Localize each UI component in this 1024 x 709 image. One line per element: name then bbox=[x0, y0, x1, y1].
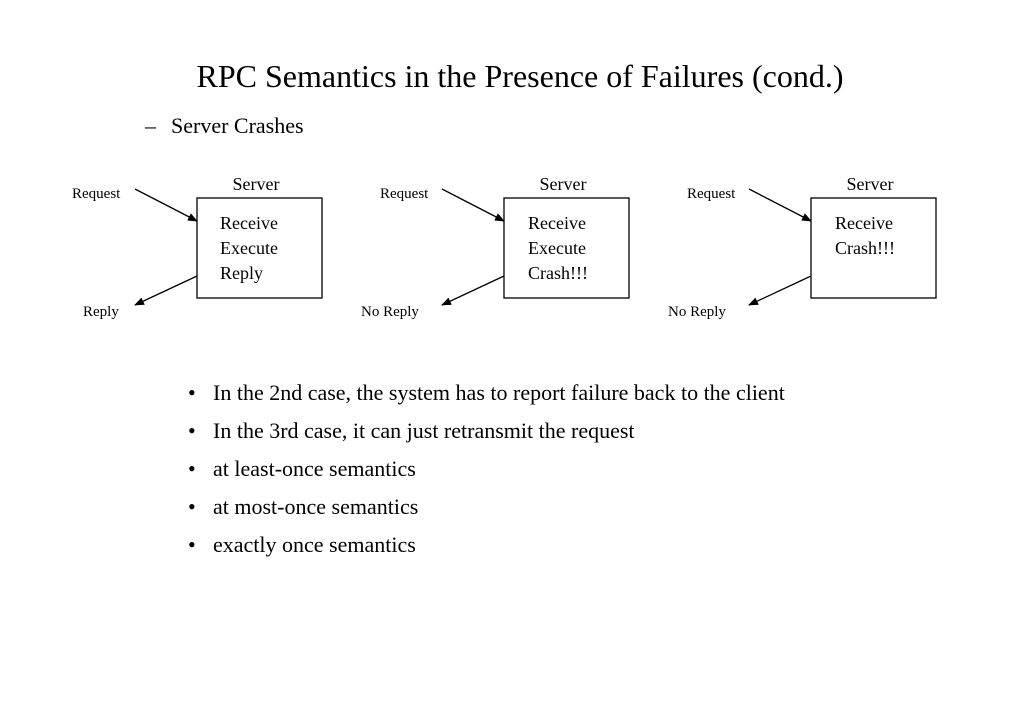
slide-subtitle: –Server Crashes bbox=[145, 112, 304, 140]
bullet-item: • exactly once semantics bbox=[188, 526, 785, 564]
server-label: Server bbox=[847, 174, 894, 194]
bullet-item: • at most-once semantics bbox=[188, 488, 785, 526]
server-step: Receive bbox=[528, 213, 586, 233]
bullet-item: • at least-once semantics bbox=[188, 450, 785, 488]
request-label: Request bbox=[380, 186, 429, 202]
reply-arrow bbox=[134, 275, 198, 306]
diagram-crash-before-execute: Server Receive Crash!!! Request No Reply bbox=[668, 174, 937, 320]
bullet-list: • In the 2nd case, the system has to repo… bbox=[188, 374, 785, 564]
server-step: Crash!!! bbox=[835, 238, 895, 258]
slide-title: RPC Semantics in the Presence of Failure… bbox=[196, 58, 844, 94]
request-label: Request bbox=[687, 186, 736, 202]
diagram-crash-after-execute: Server Receive Execute Crash!!! Request … bbox=[361, 174, 630, 320]
request-arrow bbox=[748, 188, 812, 222]
result-label: Reply bbox=[83, 304, 119, 320]
bullet-text: at most-once semantics bbox=[213, 494, 419, 519]
diagram-reply: Server Receive Execute Reply Request Rep… bbox=[72, 174, 323, 320]
server-step: Execute bbox=[528, 238, 586, 258]
bullet-glyph: • bbox=[188, 532, 196, 557]
bullet-glyph: • bbox=[188, 494, 196, 519]
result-label: No Reply bbox=[361, 304, 419, 320]
bullet-glyph: • bbox=[188, 380, 196, 405]
no-reply-arrow bbox=[748, 275, 812, 306]
bullet-glyph: • bbox=[188, 418, 196, 443]
server-step: Receive bbox=[220, 213, 278, 233]
bullet-item: • In the 3rd case, it can just retransmit… bbox=[188, 412, 785, 450]
server-label: Server bbox=[233, 174, 280, 194]
request-arrow bbox=[134, 188, 198, 222]
no-reply-arrow bbox=[441, 275, 505, 306]
request-label: Request bbox=[72, 186, 121, 202]
server-step: Crash!!! bbox=[528, 263, 588, 283]
bullet-text: exactly once semantics bbox=[213, 532, 416, 557]
subtitle-dash: – bbox=[145, 113, 156, 138]
server-box bbox=[810, 197, 937, 299]
result-label: No Reply bbox=[668, 304, 726, 320]
bullet-text: at least-once semantics bbox=[213, 456, 416, 481]
bullet-text: In the 3rd case, it can just retransmit … bbox=[213, 418, 635, 443]
server-step: Execute bbox=[220, 238, 278, 258]
bullet-item: • In the 2nd case, the system has to repo… bbox=[188, 374, 785, 412]
request-arrow bbox=[441, 188, 505, 222]
server-box bbox=[196, 197, 323, 299]
bullet-glyph: • bbox=[188, 456, 196, 481]
server-step: Reply bbox=[220, 263, 263, 283]
bullet-text: In the 2nd case, the system has to repor… bbox=[213, 380, 785, 405]
server-label: Server bbox=[540, 174, 587, 194]
server-box bbox=[503, 197, 630, 299]
subtitle-text: Server Crashes bbox=[171, 113, 304, 138]
server-step: Receive bbox=[835, 213, 893, 233]
